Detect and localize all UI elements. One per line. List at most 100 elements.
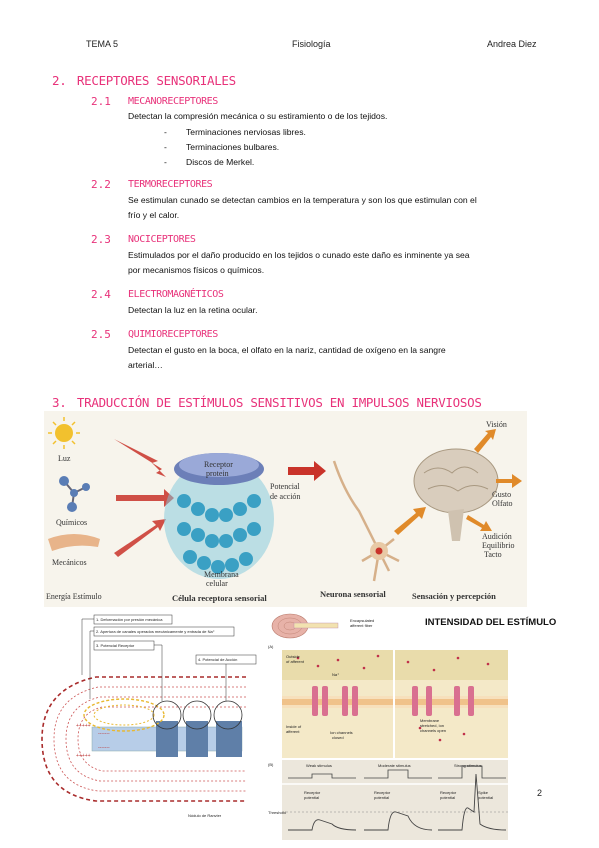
subsection-2-4-title: Electromagnéticos	[128, 289, 224, 300]
label-encapsulated-2: afferent fiber	[350, 623, 373, 628]
label-quimicos: Químicos	[56, 518, 87, 527]
label-luz: Luz	[58, 454, 71, 463]
output-arrows	[466, 429, 522, 531]
label-equilibrio: Equilibrio	[482, 541, 514, 550]
svg-text:+++++: +++++	[76, 723, 91, 729]
section-2-title: Receptores sensoriales	[76, 73, 236, 88]
transduction-figure: Luz Químicos Mecánicos Energía Estímulo …	[44, 411, 527, 607]
label-vision: Visión	[486, 420, 507, 429]
label-membrane-2: stretched, ion	[420, 723, 444, 728]
header-author: Andrea Diez	[487, 39, 537, 49]
label-na: Na⁺	[332, 672, 339, 677]
arrow-to-brain	[394, 507, 426, 535]
section-3-number: 3.	[52, 395, 67, 410]
label-mecanicos: Mecánicos	[52, 558, 87, 567]
subsection-2-2-text-line-1: Se estimulan cunado se detectan cambios …	[128, 195, 477, 205]
label-membrana-2: celular	[206, 579, 228, 588]
subsection-2-5-text-line-1: Detectan el gusto en la boca, el olfato …	[128, 345, 446, 355]
step-2: 2. Apertura de canales operados mecánica…	[96, 629, 215, 634]
label-potencial-1: Potencial	[270, 482, 301, 491]
pacinian-corpuscle-diagram: +++++ +++++ ------- ------- 1. Deformación…	[36, 609, 264, 841]
subsection-2-5-number: 2.5	[91, 328, 111, 341]
svg-text:+++++: +++++	[76, 753, 91, 759]
section-2-number: 2.	[52, 73, 67, 88]
receptor-cell-illustration	[164, 453, 274, 579]
label-panel-b: (B)	[268, 762, 274, 767]
label-receptor-protein-2: protein	[206, 469, 229, 478]
label-panel-a: (A)	[268, 644, 274, 649]
hand-icon	[48, 534, 100, 551]
label-ion-1: Ion channels	[330, 730, 353, 735]
stimulus-traces	[288, 765, 506, 779]
section-2-heading: 2. Receptores sensoriales	[52, 72, 236, 90]
sun-icon	[48, 417, 80, 449]
label-potencial-2: de acción	[270, 492, 300, 501]
label-energia: Energía Estímulo	[46, 592, 102, 601]
label-nodo-ranvier: Nódulo de Ranvier	[188, 813, 222, 818]
label-membrane-3: channels open	[420, 728, 446, 733]
step-4: 4. Potencial de Acción	[198, 657, 237, 662]
label-inside-1: Inside of	[286, 724, 302, 729]
stimulus-intensity-title: INTENSIDAD DEL ESTÍMULO	[425, 617, 557, 628]
label-gusto: Gusto	[492, 490, 511, 499]
label-receptor-potential-weak-1: Receptor	[304, 790, 321, 795]
label-ion-2: closed	[332, 735, 344, 740]
label-inside-2: afferent	[286, 729, 300, 734]
subsection-2-2-number: 2.2	[91, 178, 111, 191]
subsection-2-3-text-line-2: por mecanismos físicos o químicos.	[128, 265, 265, 275]
label-audicion: Audición	[482, 532, 512, 541]
label-strong: Strong stimulus	[454, 763, 482, 768]
ion-channels	[312, 686, 474, 716]
subsection-2-1-title: Mecanoreceptores	[128, 96, 218, 107]
subsection-2-3-number: 2.3	[91, 233, 111, 246]
arrow-to-neuron	[288, 461, 326, 481]
label-tacto: Tacto	[484, 550, 502, 559]
subsection-2-5-title: Quimioreceptores	[128, 329, 218, 340]
stimulus-arrows	[114, 439, 174, 557]
label-weak: Weak stimulus	[306, 763, 332, 768]
label-spike-1: Spike	[478, 790, 489, 795]
label-spike-2: potential	[478, 795, 493, 800]
label-receptor-potential-moderate-2: potential	[374, 795, 389, 800]
label-membrane-1: Membrane	[420, 718, 440, 723]
subsection-2-2-text-line-2: frío y el calor.	[128, 210, 180, 220]
receptor-potential-traces	[288, 773, 507, 831]
brain-illustration	[413, 448, 499, 541]
label-membrana-1: Membrana	[204, 570, 239, 579]
label-receptor-potential-weak-2: potential	[304, 795, 319, 800]
label-outside-1: Outside	[286, 654, 301, 659]
subsection-2-4-text: Detectan la luz en la retina ocular.	[128, 305, 258, 315]
label-sensacion-percepcion: Sensación y percepción	[412, 591, 496, 601]
label-encapsulated-1: Encapsulated	[350, 618, 374, 623]
label-receptor-potential-moderate-1: Receptor	[374, 790, 391, 795]
svg-text:-------: -------	[98, 731, 110, 737]
label-olfato: Olfato	[492, 499, 512, 508]
subsection-2-4-number: 2.4	[91, 288, 111, 301]
subsection-2-1-number: 2.1	[91, 95, 111, 108]
label-neurona-sensorial: Neurona sensorial	[320, 589, 386, 599]
label-receptor-potential-strong-1: Receptor	[440, 790, 457, 795]
label-moderate: Moderate stimulus	[378, 763, 411, 768]
subsection-2-3-text-line-1: Estimulados por el daño producido en los…	[128, 250, 470, 260]
header-topic: TEMA 5	[86, 39, 119, 49]
svg-text:-------: -------	[98, 745, 110, 751]
molecule-icon	[59, 476, 90, 512]
list-item: -Discos de Merkel.	[164, 157, 255, 167]
subsection-2-5-text-line-2: arterial…	[128, 360, 163, 370]
subsection-2-2-title: Termoreceptores	[128, 179, 213, 190]
page-number: 2	[537, 788, 543, 798]
subsection-2-3-title: Nociceptores	[128, 234, 196, 245]
label-outside-2: of afferent	[286, 659, 305, 664]
step-3: 3. Potencial Receptor	[96, 643, 135, 648]
label-receptor-potential-strong-2: potential	[440, 795, 455, 800]
section-3-title: Traducción de estímulos sensitivos en im…	[76, 395, 482, 410]
list-item: -Terminaciones nerviosas libres.	[164, 127, 306, 137]
label-celula-receptora: Célula receptora sensorial	[172, 593, 267, 603]
step-1: 1. Deformación por presión mecánica	[96, 617, 163, 622]
label-receptor-protein-1: Receptor	[204, 460, 233, 469]
header-subject: Fisiología	[292, 39, 331, 49]
label-threshold: Threshold	[268, 810, 286, 815]
section-3-heading: 3. Traducción de estímulos sensitivos en…	[52, 394, 482, 412]
neuron-nucleus	[375, 547, 383, 555]
step-labels: 1. Deformación por presión mecánica 2. A…	[93, 614, 257, 665]
